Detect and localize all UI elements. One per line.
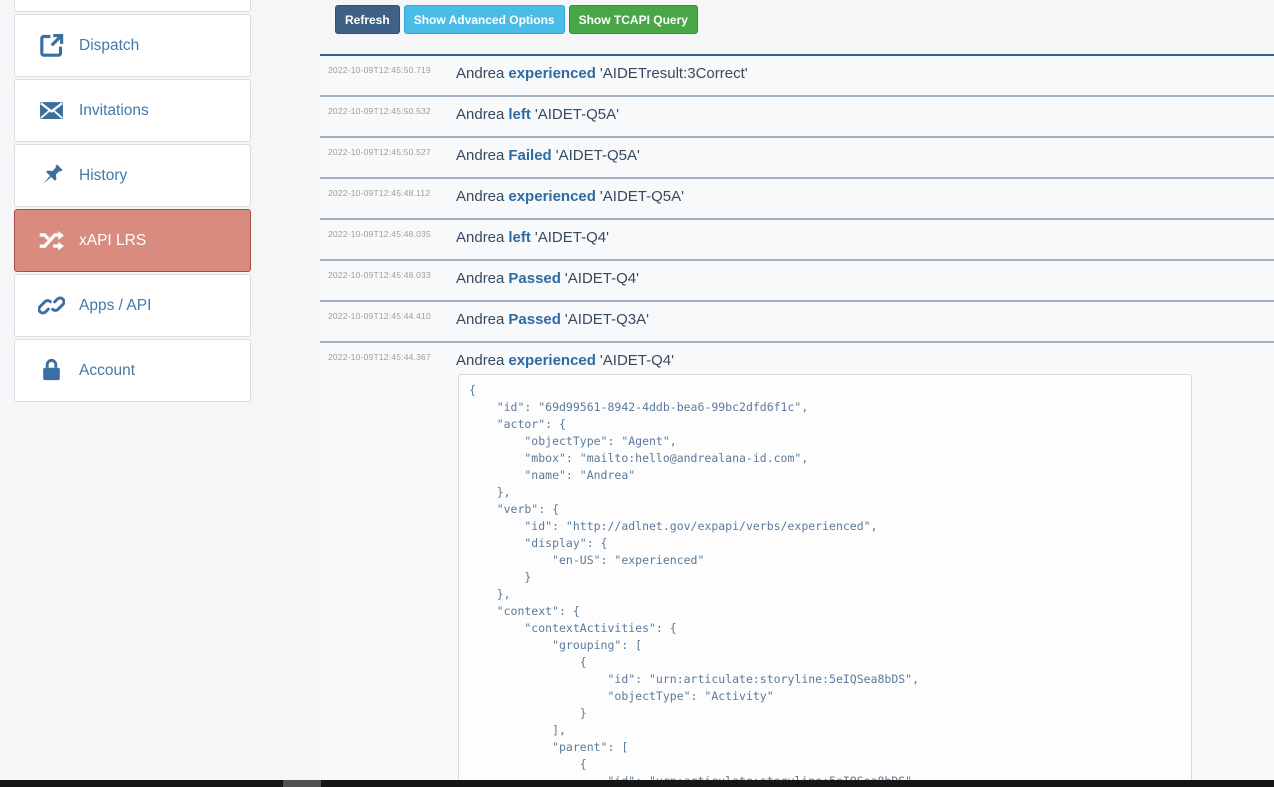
statement-actor: Andrea — [456, 188, 505, 205]
horizontal-scrollbar[interactable] — [0, 780, 1274, 787]
statement-object: 'AIDET-Q3A' — [564, 311, 650, 328]
sidebar-item-label: Invitations — [79, 101, 149, 119]
share-icon — [38, 32, 65, 59]
statement-actor: Andrea — [456, 311, 505, 328]
sidebar: Dispatch Invitations History xAPI LRS Ap — [14, 0, 251, 404]
lock-icon — [38, 357, 65, 384]
statement-verb: left — [508, 106, 531, 123]
sidebar-item-apps-api[interactable]: Apps / API — [14, 274, 251, 337]
statement-timestamp: 2022-10-09T12:45:48.033 — [328, 270, 431, 280]
shuffle-icon — [38, 227, 65, 254]
sidebar-item-xapi-lrs[interactable]: xAPI LRS — [14, 209, 251, 272]
horizontal-scrollbar-thumb[interactable] — [283, 780, 321, 787]
sidebar-item-account[interactable]: Account — [14, 339, 251, 402]
sidebar-item-label: Dispatch — [79, 36, 140, 54]
envelope-icon — [38, 97, 65, 124]
sidebar-item-label: xAPI LRS — [79, 231, 147, 249]
statement-timestamp: 2022-10-09T12:45:50.532 — [328, 106, 431, 116]
statement-actor: Andrea — [456, 106, 505, 123]
pushpin-icon — [38, 162, 65, 189]
statement-verb: Passed — [508, 311, 561, 328]
statement-timestamp: 2022-10-09T12:45:48.112 — [328, 188, 431, 198]
statement-object: 'AIDET-Q4' — [599, 352, 674, 369]
sidebar-item-invitations[interactable]: Invitations — [14, 79, 251, 142]
statement-timestamp: 2022-10-09T12:45:50.719 — [328, 65, 431, 75]
statement-verb: experienced — [508, 188, 596, 205]
statement-object: 'AIDETresult:3Correct' — [599, 65, 748, 82]
statement-object: 'AIDET-Q5A' — [599, 188, 685, 205]
sidebar-item-label: Account — [79, 361, 136, 379]
statement-timestamp: 2022-10-09T12:45:48.035 — [328, 229, 431, 239]
statement-verb: experienced — [508, 352, 596, 369]
statement-object: 'AIDET-Q4' — [564, 270, 639, 287]
statement-actor: Andrea — [456, 270, 505, 287]
show-tcapi-query-button[interactable]: Show TCAPI Query — [568, 5, 698, 34]
sidebar-item-label: Apps / API — [79, 296, 152, 314]
statement-actor: Andrea — [456, 147, 505, 164]
statement-verb: experienced — [508, 65, 596, 82]
show-advanced-options-button[interactable]: Show Advanced Options — [403, 5, 565, 34]
statement-json-view: { "id": "69d99561-8942-4ddb-bea6-99bc2df… — [458, 374, 1192, 787]
statement-timestamp: 2022-10-09T12:45:50.527 — [328, 147, 431, 157]
statement-object: 'AIDET-Q5A' — [555, 147, 640, 164]
link-icon — [38, 292, 65, 319]
statement-verb: Passed — [508, 270, 561, 287]
statement-verb: Failed — [508, 147, 552, 164]
statement-actor: Andrea — [456, 229, 505, 246]
statement-actor: Andrea — [456, 65, 505, 82]
statement-timestamp: 2022-10-09T12:45:44.367 — [328, 352, 431, 362]
statement-toolbar: Refresh Show Advanced Options Show TCAPI… — [335, 5, 698, 34]
refresh-button[interactable]: Refresh — [335, 5, 400, 34]
statement-object: 'AIDET-Q4' — [534, 229, 609, 246]
sidebar-item-dispatch[interactable]: Dispatch — [14, 14, 251, 77]
statement-actor: Andrea — [456, 352, 505, 369]
statement-object: 'AIDET-Q5A' — [534, 106, 619, 123]
sidebar-item-partial[interactable] — [14, 0, 251, 12]
statement-verb: left — [508, 229, 531, 246]
sidebar-item-history[interactable]: History — [14, 144, 251, 207]
statement-timestamp: 2022-10-09T12:45:44.410 — [328, 311, 431, 321]
sidebar-item-label: History — [79, 166, 128, 184]
